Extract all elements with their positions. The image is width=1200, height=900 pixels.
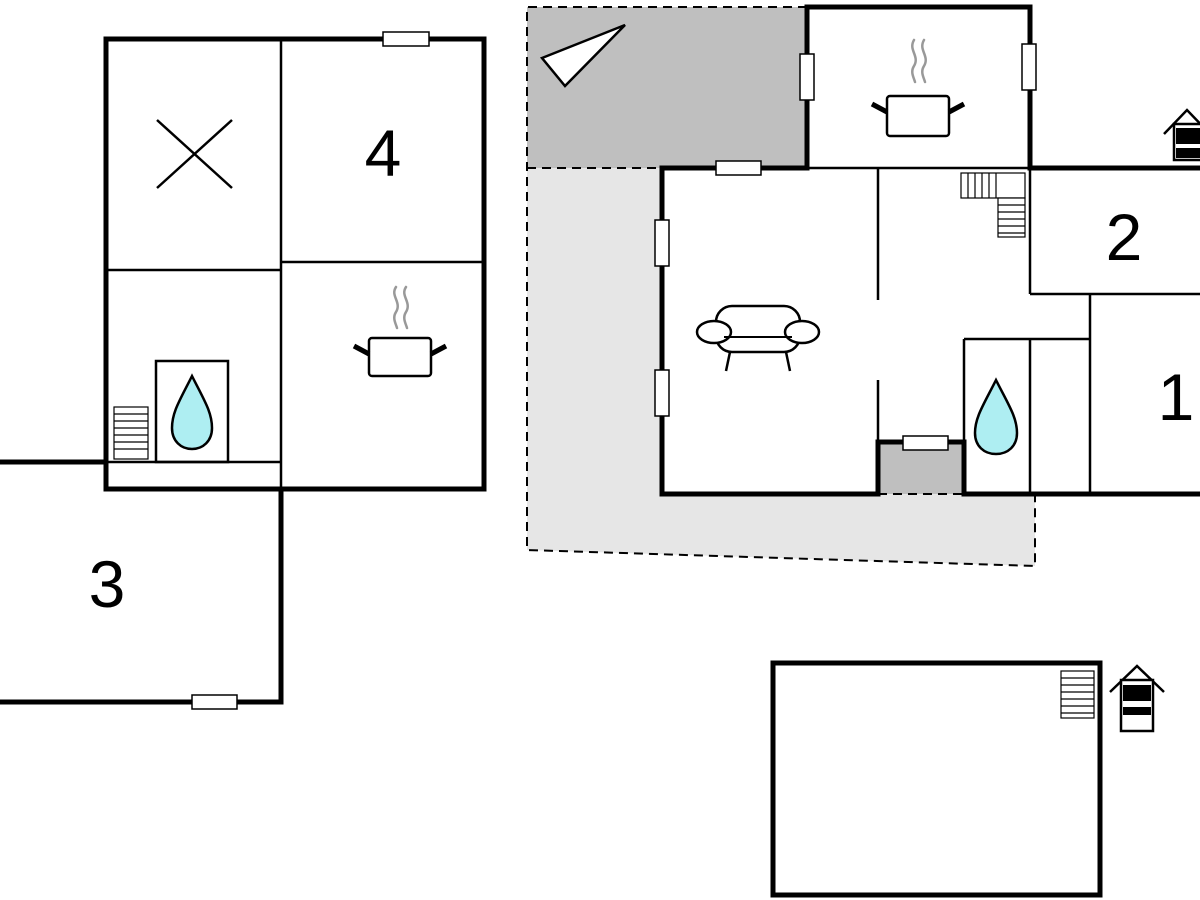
window [654,369,670,417]
sofa-icon [695,304,821,372]
pot-icon [870,38,966,138]
stairs-icon [113,406,149,460]
compass-icon [539,23,626,88]
shower-box [154,359,230,464]
left-building: 4 3 [0,31,487,710]
left-upper-block [103,36,487,492]
window [654,219,670,267]
room-label-1: 1 [1158,360,1195,434]
room-label-2: 2 [1106,200,1143,274]
window [1021,43,1037,91]
water-drop-icon [170,373,214,451]
terrace-area [526,6,1036,568]
pot-icon [352,285,448,378]
stairs-icon [960,172,1026,238]
house-entrance-icon [1163,108,1200,162]
terrace-dashed-outline [526,6,1036,568]
house-entrance-icon [1109,664,1165,733]
window [715,160,762,176]
window [902,435,949,451]
window [191,694,238,710]
room-3-walls-lower [0,486,284,705]
terrace-upper [527,7,807,168]
window [799,53,815,101]
x-mark-icon [156,119,233,189]
window [382,31,430,47]
annex-walls [770,660,1103,898]
terrace-lower [527,168,1035,566]
stairs-icon [1060,670,1095,719]
annex-building [770,660,1165,898]
main-building: 2 1 [654,4,1200,497]
water-drop-icon [973,377,1019,456]
room-label-4: 4 [365,116,402,190]
kitchen-walls [804,4,1033,171]
room-label-3: 3 [89,547,126,621]
